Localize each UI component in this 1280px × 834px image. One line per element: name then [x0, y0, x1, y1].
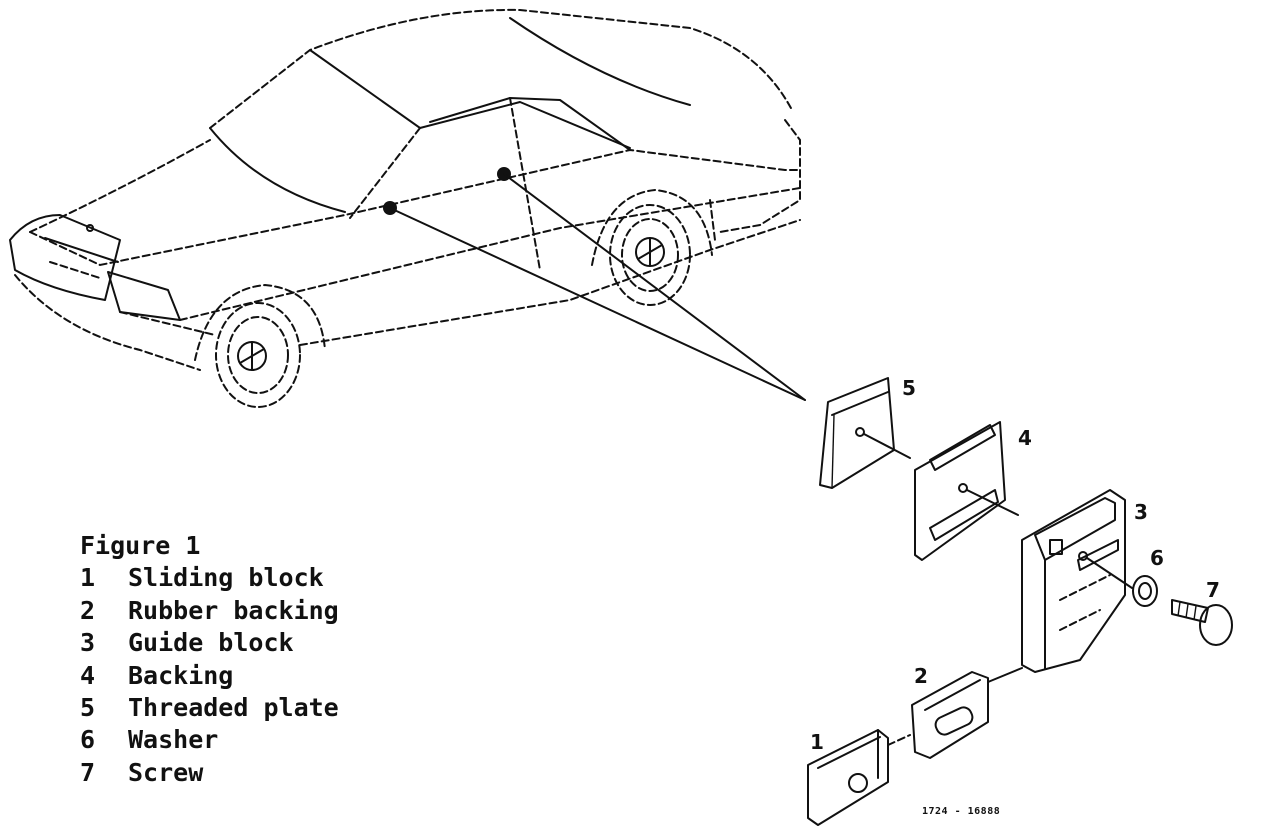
backing-part: [914, 421, 1019, 561]
callout-2: 2: [914, 664, 928, 688]
screw-part: [1171, 599, 1233, 646]
front-wheel-icon: [194, 283, 326, 408]
callout-7: 7: [1206, 578, 1220, 602]
figure-title: Figure 1: [80, 531, 201, 560]
rear-wheel-icon: [591, 188, 713, 306]
sliding-block-part: [807, 729, 911, 826]
drawing-code: 1724 - 16888: [922, 806, 1001, 817]
callout-6: 6: [1150, 546, 1164, 570]
washer-part: [1132, 575, 1158, 607]
callout-5: 5: [902, 376, 916, 400]
car-illustration: [9, 8, 801, 408]
guide-block-part: [1021, 489, 1133, 673]
callout-1: 1: [810, 730, 824, 754]
rubber-backing-part: [911, 667, 1023, 759]
callout-3: 3: [1134, 500, 1148, 524]
leader-lines: [383, 167, 806, 401]
threaded-plate-part: [819, 377, 911, 489]
callout-4: 4: [1018, 426, 1032, 450]
